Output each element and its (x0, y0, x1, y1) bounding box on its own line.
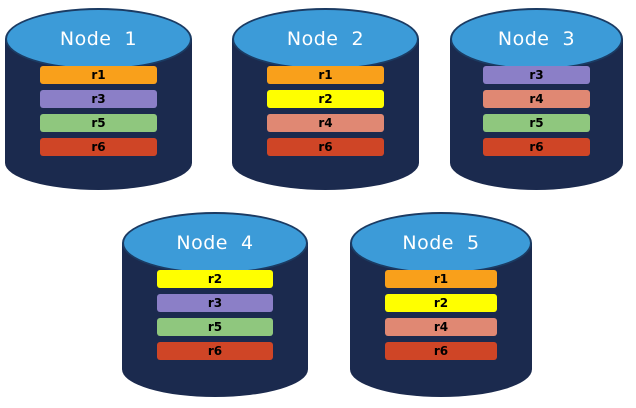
replica-list: r1 r2 r4 r6 (267, 66, 384, 162)
database-node[interactable]: Node 4 r2 r3 r5 r6 (122, 212, 308, 397)
replica-bar[interactable]: r6 (267, 138, 384, 156)
replica-bar[interactable]: r6 (385, 342, 497, 360)
cylinder-top: Node 5 (350, 212, 532, 274)
node-label: Node 1 (59, 28, 138, 50)
replica-bar[interactable]: r1 (40, 66, 157, 84)
replica-bar[interactable]: r3 (40, 90, 157, 108)
replica-bar[interactable]: r6 (483, 138, 590, 156)
replica-list: r1 r2 r4 r6 (385, 270, 497, 366)
replica-list: r3 r4 r5 r6 (483, 66, 590, 162)
replica-bar[interactable]: r1 (385, 270, 497, 288)
cylinder-top: Node 1 (5, 8, 192, 70)
replica-bar[interactable]: r4 (483, 90, 590, 108)
replica-list: r2 r3 r5 r6 (157, 270, 273, 366)
replica-bar[interactable]: r6 (40, 138, 157, 156)
node-label: Node 3 (497, 28, 576, 50)
cylinder-top: Node 4 (122, 212, 308, 274)
node-label: Node 2 (286, 28, 365, 50)
replica-bar[interactable]: r5 (157, 318, 273, 336)
database-node[interactable]: Node 5 r1 r2 r4 r6 (350, 212, 532, 397)
cylinder-top: Node 2 (232, 8, 419, 70)
cylinder-top: Node 3 (450, 8, 623, 70)
replica-bar[interactable]: r2 (385, 294, 497, 312)
replica-bar[interactable]: r1 (267, 66, 384, 84)
replica-bar[interactable]: r3 (157, 294, 273, 312)
replica-bar[interactable]: r4 (385, 318, 497, 336)
replica-bar[interactable]: r5 (40, 114, 157, 132)
node-label: Node 5 (402, 232, 480, 254)
replica-bar[interactable]: r4 (267, 114, 384, 132)
database-node[interactable]: Node 3 r3 r4 r5 r6 (450, 8, 623, 190)
replica-bar[interactable]: r5 (483, 114, 590, 132)
replica-bar[interactable]: r2 (267, 90, 384, 108)
database-node[interactable]: Node 2 r1 r2 r4 r6 (232, 8, 419, 190)
database-node[interactable]: Node 1 r1 r3 r5 r6 (5, 8, 192, 190)
node-label: Node 4 (176, 232, 254, 254)
replica-bar[interactable]: r2 (157, 270, 273, 288)
replica-bar[interactable]: r6 (157, 342, 273, 360)
replica-list: r1 r3 r5 r6 (40, 66, 157, 162)
replica-bar[interactable]: r3 (483, 66, 590, 84)
